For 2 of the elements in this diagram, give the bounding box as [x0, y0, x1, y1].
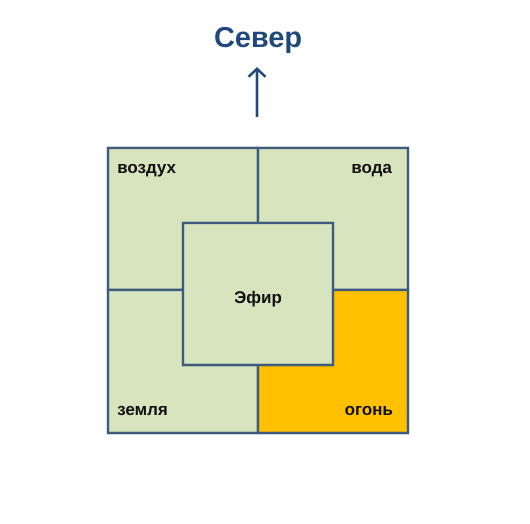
direction-label: Север	[215, 26, 301, 53]
center-box: Эфир	[182, 222, 334, 366]
